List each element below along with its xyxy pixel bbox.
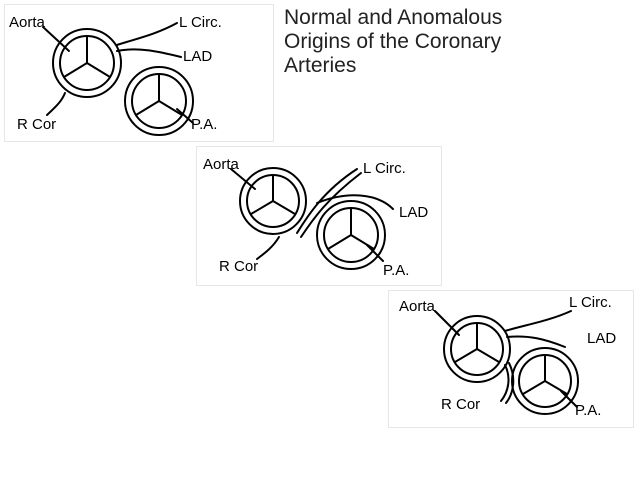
diagram-anomalous-1: Aorta L Circ. LAD R Cor P.A. [196, 146, 442, 286]
label-l-circ: L Circ. [363, 160, 406, 177]
diagram-normal: Aorta L Circ. LAD R Cor P.A. [4, 4, 274, 142]
label-r-cor: R Cor [219, 258, 258, 275]
label-lad: LAD [587, 330, 616, 347]
label-l-circ: L Circ. [569, 294, 612, 311]
right-coronary-artery [500, 364, 510, 402]
pa-pointer [176, 108, 194, 124]
pulmonary-valve [511, 347, 579, 415]
diagram-anomalous-1-svg: Aorta L Circ. LAD R Cor P.A. [203, 156, 428, 279]
label-r-cor: R Cor [17, 116, 56, 133]
label-l-circ: L Circ. [179, 14, 222, 31]
aorta-pointer [230, 168, 256, 190]
slide-title: Normal and Anomalous Origins of the Coro… [284, 6, 624, 78]
title-line-2: Origins of the Coronary [284, 30, 502, 53]
title-line-3: Arteries [284, 54, 357, 77]
label-pa: P.A. [575, 402, 601, 419]
left-anterior-descending-artery [316, 194, 394, 210]
pulmonary-valve [316, 200, 386, 270]
label-pa: P.A. [383, 262, 409, 279]
title-line-1: Normal and Anomalous [284, 6, 503, 29]
aorta-valve [52, 28, 122, 98]
label-aorta: Aorta [203, 156, 240, 173]
aorta-pointer [434, 310, 460, 336]
aorta-valve [239, 167, 307, 235]
right-coronary-artery [256, 236, 280, 260]
left-circumflex-artery [116, 22, 178, 46]
label-pa: P.A. [191, 116, 217, 133]
pa-pointer [560, 390, 578, 408]
diagram-anomalous-2: Aorta L Circ. LAD R Cor P.A. [388, 290, 634, 428]
aorta-pointer [42, 26, 70, 52]
label-aorta: Aorta [9, 14, 46, 31]
diagram-normal-svg: Aorta L Circ. LAD R Cor P.A. [9, 14, 222, 136]
label-lad: LAD [399, 204, 428, 221]
right-coronary-artery [46, 92, 66, 116]
left-anterior-descending-artery [116, 48, 182, 58]
pa-pointer [366, 244, 384, 262]
aorta-valve [443, 315, 511, 383]
label-aorta: Aorta [399, 298, 436, 315]
diagram-anomalous-2-svg: Aorta L Circ. LAD R Cor P.A. [399, 294, 616, 419]
left-anterior-descending-artery [506, 335, 566, 348]
label-lad: LAD [183, 48, 212, 65]
left-circumflex-artery [504, 310, 572, 332]
pulmonary-valve [124, 66, 194, 136]
label-r-cor: R Cor [441, 396, 480, 413]
